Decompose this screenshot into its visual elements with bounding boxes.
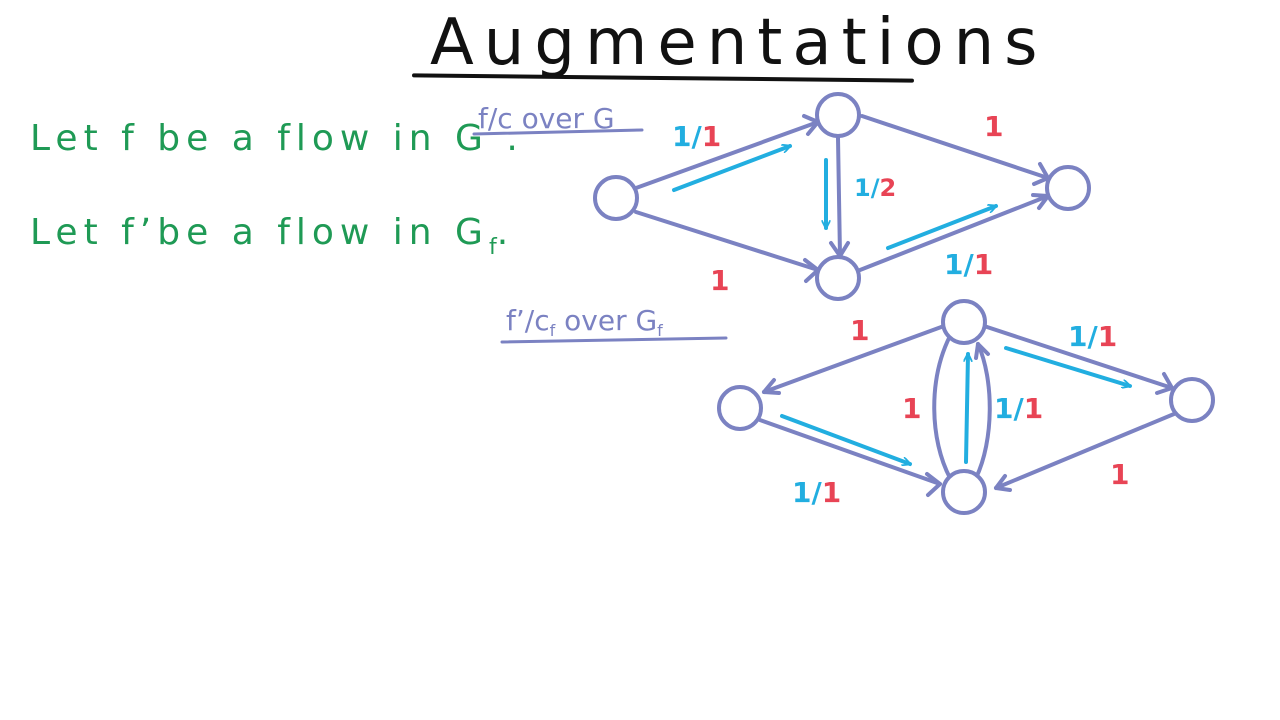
edge-a-t xyxy=(860,114,1050,180)
graph-g: f/c over G xyxy=(472,92,1091,301)
graph-g-label-underline xyxy=(472,128,644,136)
edge-a-t-arrowhead xyxy=(1032,162,1050,186)
edge-b-a-arrowhead xyxy=(974,342,990,360)
capacity-value: 2 xyxy=(879,174,896,202)
edge-s-b-arrowhead xyxy=(925,472,942,497)
label-gf-middle-right: 1/1 xyxy=(994,392,1043,425)
capacity-value: 1 xyxy=(974,248,993,281)
node-sink-residual xyxy=(1169,377,1215,423)
statement-1-text: Let f be a flow in G . xyxy=(30,118,524,159)
flow-arrow-s-a xyxy=(672,146,790,192)
node-sink xyxy=(1045,165,1091,211)
label-g-bottom-right: 1/1 xyxy=(944,248,993,281)
flow-value: 1/ xyxy=(792,476,822,509)
label-g-middle: 1/2 xyxy=(854,174,896,202)
edge-a-s-arrowhead xyxy=(762,378,781,395)
edge-s-a-arrowhead xyxy=(802,114,820,136)
edge-a-t-residual xyxy=(982,324,1174,390)
node-b-residual xyxy=(941,469,987,515)
flow-value: 1/ xyxy=(944,248,974,281)
flow-value: 1/ xyxy=(854,174,880,202)
capacity-value: 1 xyxy=(702,120,721,153)
edge-b-t-arrowhead xyxy=(1031,193,1050,210)
graph-gf-label-mid: over G xyxy=(555,304,657,337)
label-g-top-left: 1/1 xyxy=(672,120,721,153)
node-a-residual xyxy=(941,299,987,345)
label-gf-bottom-left: 1/1 xyxy=(792,476,841,509)
capacity-value: 1 xyxy=(1024,392,1043,425)
label-gf-middle-left: 1 xyxy=(902,392,921,425)
flow-value: 1/ xyxy=(994,392,1024,425)
flow-value: 1/ xyxy=(1068,320,1098,353)
flow-arrow-s-b-residual xyxy=(780,414,910,464)
graph-gf-label-sub2: f xyxy=(657,321,663,340)
slide-title: Augmentations xyxy=(430,6,1048,80)
edge-s-a xyxy=(634,120,820,190)
statement-2-text: Let f’be a flow in G xyxy=(30,212,489,253)
label-gf-top-right: 1/1 xyxy=(1068,320,1117,353)
edge-b-t xyxy=(858,194,1050,272)
graph-gf-label-main: f’/c xyxy=(506,304,550,337)
node-source xyxy=(593,175,639,221)
flow-arrow-a-t-residual xyxy=(1004,346,1130,386)
statement-flow-in-g: Let f be a flow in G . xyxy=(30,118,524,159)
label-g-bottom-left: 1 xyxy=(710,264,729,297)
edge-a-b-arrowhead xyxy=(829,241,850,258)
flow-value: 1/ xyxy=(672,120,702,153)
graph-gf-label-sub: f xyxy=(550,321,556,340)
graph-gf: f’/cf over Gf xyxy=(500,299,1215,515)
edge-a-s-residual xyxy=(762,324,946,394)
graph-gf-label-underline xyxy=(500,336,728,344)
label-gf-bottom-right: 1 xyxy=(1110,458,1129,491)
node-source-residual xyxy=(717,385,763,431)
flow-arrow-b-a-residual xyxy=(966,352,968,464)
edge-a-t-arrowhead xyxy=(1155,372,1174,395)
statement-flow-in-gf: Let f’be a flow in Gf. xyxy=(30,212,514,260)
edge-t-b-arrowhead xyxy=(994,474,1012,492)
edge-t-b-residual xyxy=(994,412,1176,490)
edge-b-a-left-curve xyxy=(932,334,952,480)
edge-s-b xyxy=(634,210,820,272)
edge-s-b-residual xyxy=(758,418,942,486)
label-gf-top-left: 1 xyxy=(850,314,869,347)
graph-g-label: f/c over G xyxy=(478,102,615,135)
capacity-value: 1 xyxy=(822,476,841,509)
graph-gf-label: f’/cf over Gf xyxy=(506,304,663,340)
node-a xyxy=(815,92,861,138)
edge-b-a-right-curve xyxy=(974,342,992,480)
flow-arrow-b-t xyxy=(886,206,996,250)
statement-2-tail: . xyxy=(496,212,515,253)
capacity-value: 1 xyxy=(1098,320,1117,353)
node-b xyxy=(815,255,861,301)
statement-2-subscript: f xyxy=(488,235,497,260)
label-g-top-right: 1 xyxy=(984,110,1003,143)
edge-a-b xyxy=(836,136,842,258)
